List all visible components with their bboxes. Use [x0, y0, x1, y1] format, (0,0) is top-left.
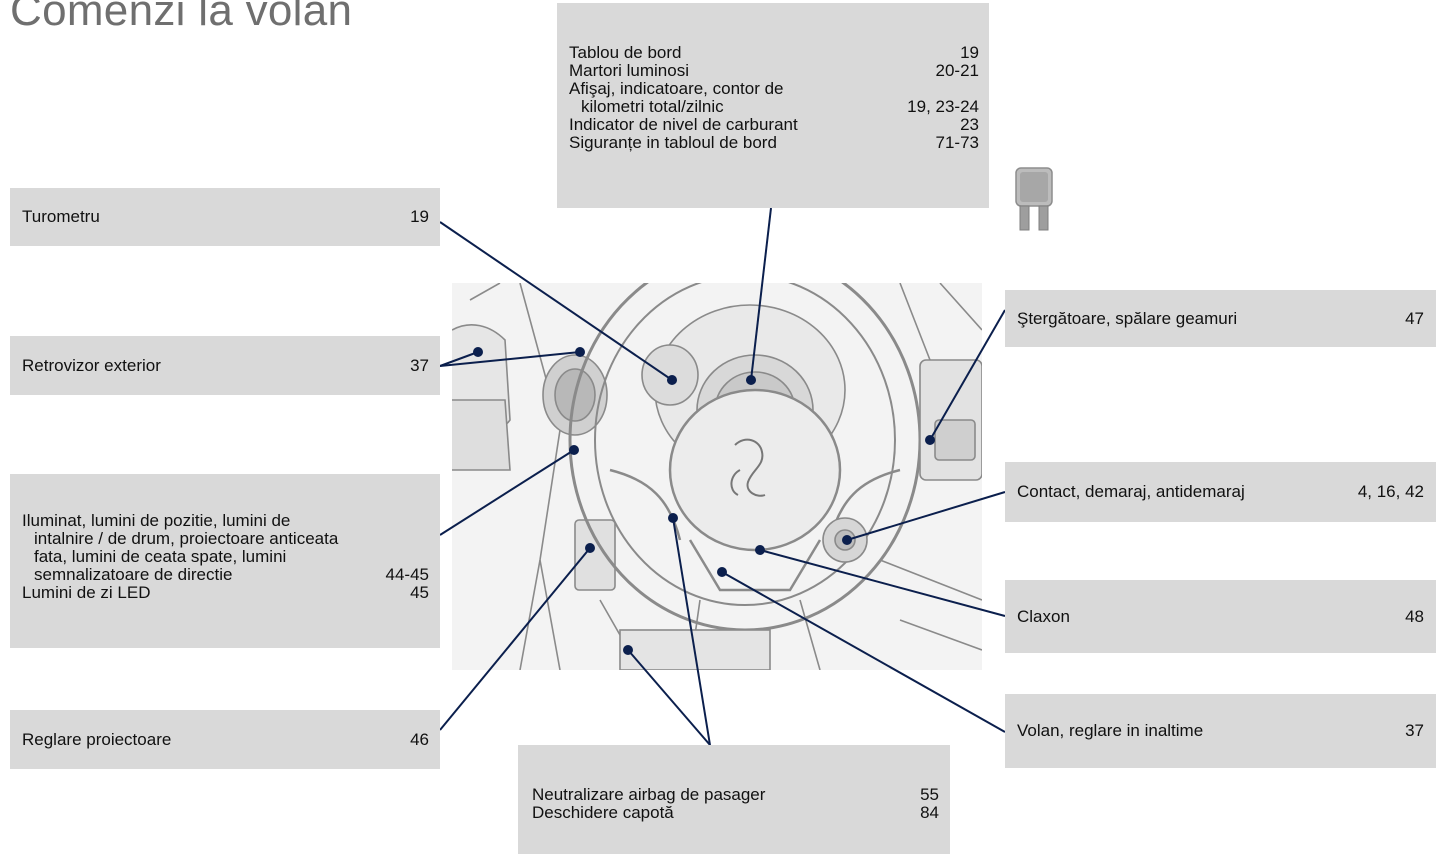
dashboard-row: Martori luminosi 20-21	[569, 62, 979, 80]
row-label: Tablou de bord	[569, 43, 682, 62]
row-label: Iluminat, lumini de pozitie, lumini de	[22, 511, 291, 530]
row-page: 19, 23-24	[907, 97, 979, 116]
row-page: 45	[410, 583, 429, 602]
row-label: Indicator de nivel de carburant	[569, 115, 798, 134]
dashboard-row: Indicator de nivel de carburant 23	[569, 116, 979, 134]
callout-tachometer: Turometru 19	[10, 188, 440, 246]
row-label: intalnire / de drum, proiectoare anticea…	[34, 529, 339, 548]
row-label: Martori luminosi	[569, 61, 689, 80]
airbag-row: Neutralizare airbag de pasager 55	[532, 786, 939, 804]
wipers-label: Ştergătoare, spălare geamuri	[1017, 308, 1238, 328]
callout-dashboard: Tablou de bord 19 Martori luminosi 20-21…	[557, 3, 989, 208]
row-label: fata, lumini de ceata spate, lumini	[34, 547, 287, 566]
dashboard-row: kilometri total/zilnic 19, 23-24	[569, 98, 979, 116]
row-label: semnalizatoare de directie	[34, 565, 233, 584]
callout-horn: Claxon 48	[1005, 580, 1436, 653]
callout-mirror: Retrovizor exterior 37	[10, 336, 440, 395]
row-page: 19	[960, 43, 979, 62]
leader-lines	[439, 207, 1006, 746]
steering-adjust-page: 37	[1405, 721, 1424, 740]
headlamp-adjust-label: Reglare proiectoare	[22, 729, 172, 749]
row-page: 84	[920, 803, 939, 822]
row-label: kilometri total/zilnic	[581, 97, 724, 116]
row-label: Deschidere capotă	[532, 803, 674, 822]
tachometer-label: Turometru	[22, 207, 100, 226]
headlamp-adjust-page: 46	[410, 729, 429, 749]
mirror-page: 37	[410, 355, 429, 375]
row-page: 20-21	[935, 61, 979, 80]
lighting-row: semnalizatoare de directie 44-45	[22, 566, 429, 584]
row-page: 71-73	[935, 133, 979, 152]
callout-ignition: Contact, demaraj, antidemaraj 4, 16, 42	[1005, 462, 1436, 522]
ignition-label: Contact, demaraj, antidemaraj	[1017, 482, 1245, 501]
lighting-row: Iluminat, lumini de pozitie, lumini de	[22, 512, 429, 530]
airbag-row: Deschidere capotă 84	[532, 804, 939, 822]
lighting-row: Lumini de zi LED 45	[22, 584, 429, 602]
fuse-icon	[1015, 167, 1053, 231]
dashboard-row: Afişaj, indicatoare, contor de	[569, 80, 979, 98]
row-label: Neutralizare airbag de pasager	[532, 785, 766, 804]
callout-wipers: Ştergătoare, spălare geamuri 47	[1005, 290, 1436, 347]
horn-label: Claxon	[1017, 606, 1070, 626]
ignition-page: 4, 16, 42	[1357, 482, 1424, 501]
callout-airbag-bonnet: Neutralizare airbag de pasager 55 Deschi…	[518, 745, 950, 854]
row-page: 55	[920, 785, 939, 804]
page-title: Comenzi la volan	[10, 0, 353, 35]
tachometer-page: 19	[410, 207, 429, 226]
mirror-label: Retrovizor exterior	[22, 355, 161, 375]
lighting-row: fata, lumini de ceata spate, lumini	[22, 548, 429, 566]
row-page: 23	[960, 115, 979, 134]
row-label: Siguranțe in tabloul de bord	[569, 133, 777, 152]
row-page: 44-45	[385, 565, 429, 584]
callout-headlamp-adjust: Reglare proiectoare 46	[10, 710, 440, 769]
steering-adjust-label: Volan, reglare in inaltime	[1017, 721, 1204, 740]
horn-page: 48	[1405, 606, 1424, 626]
wipers-page: 47	[1405, 308, 1424, 328]
dashboard-row: Tablou de bord 19	[569, 44, 979, 62]
row-label: Afişaj, indicatoare, contor de	[569, 79, 784, 98]
callout-lighting: Iluminat, lumini de pozitie, lumini de i…	[10, 474, 440, 648]
leader-dots	[473, 347, 935, 655]
lighting-row: intalnire / de drum, proiectoare anticea…	[22, 530, 429, 548]
dashboard-row: Siguranțe in tabloul de bord 71-73	[569, 134, 979, 152]
row-label: Lumini de zi LED	[22, 583, 151, 602]
callout-steering-adjust: Volan, reglare in inaltime 37	[1005, 694, 1436, 768]
